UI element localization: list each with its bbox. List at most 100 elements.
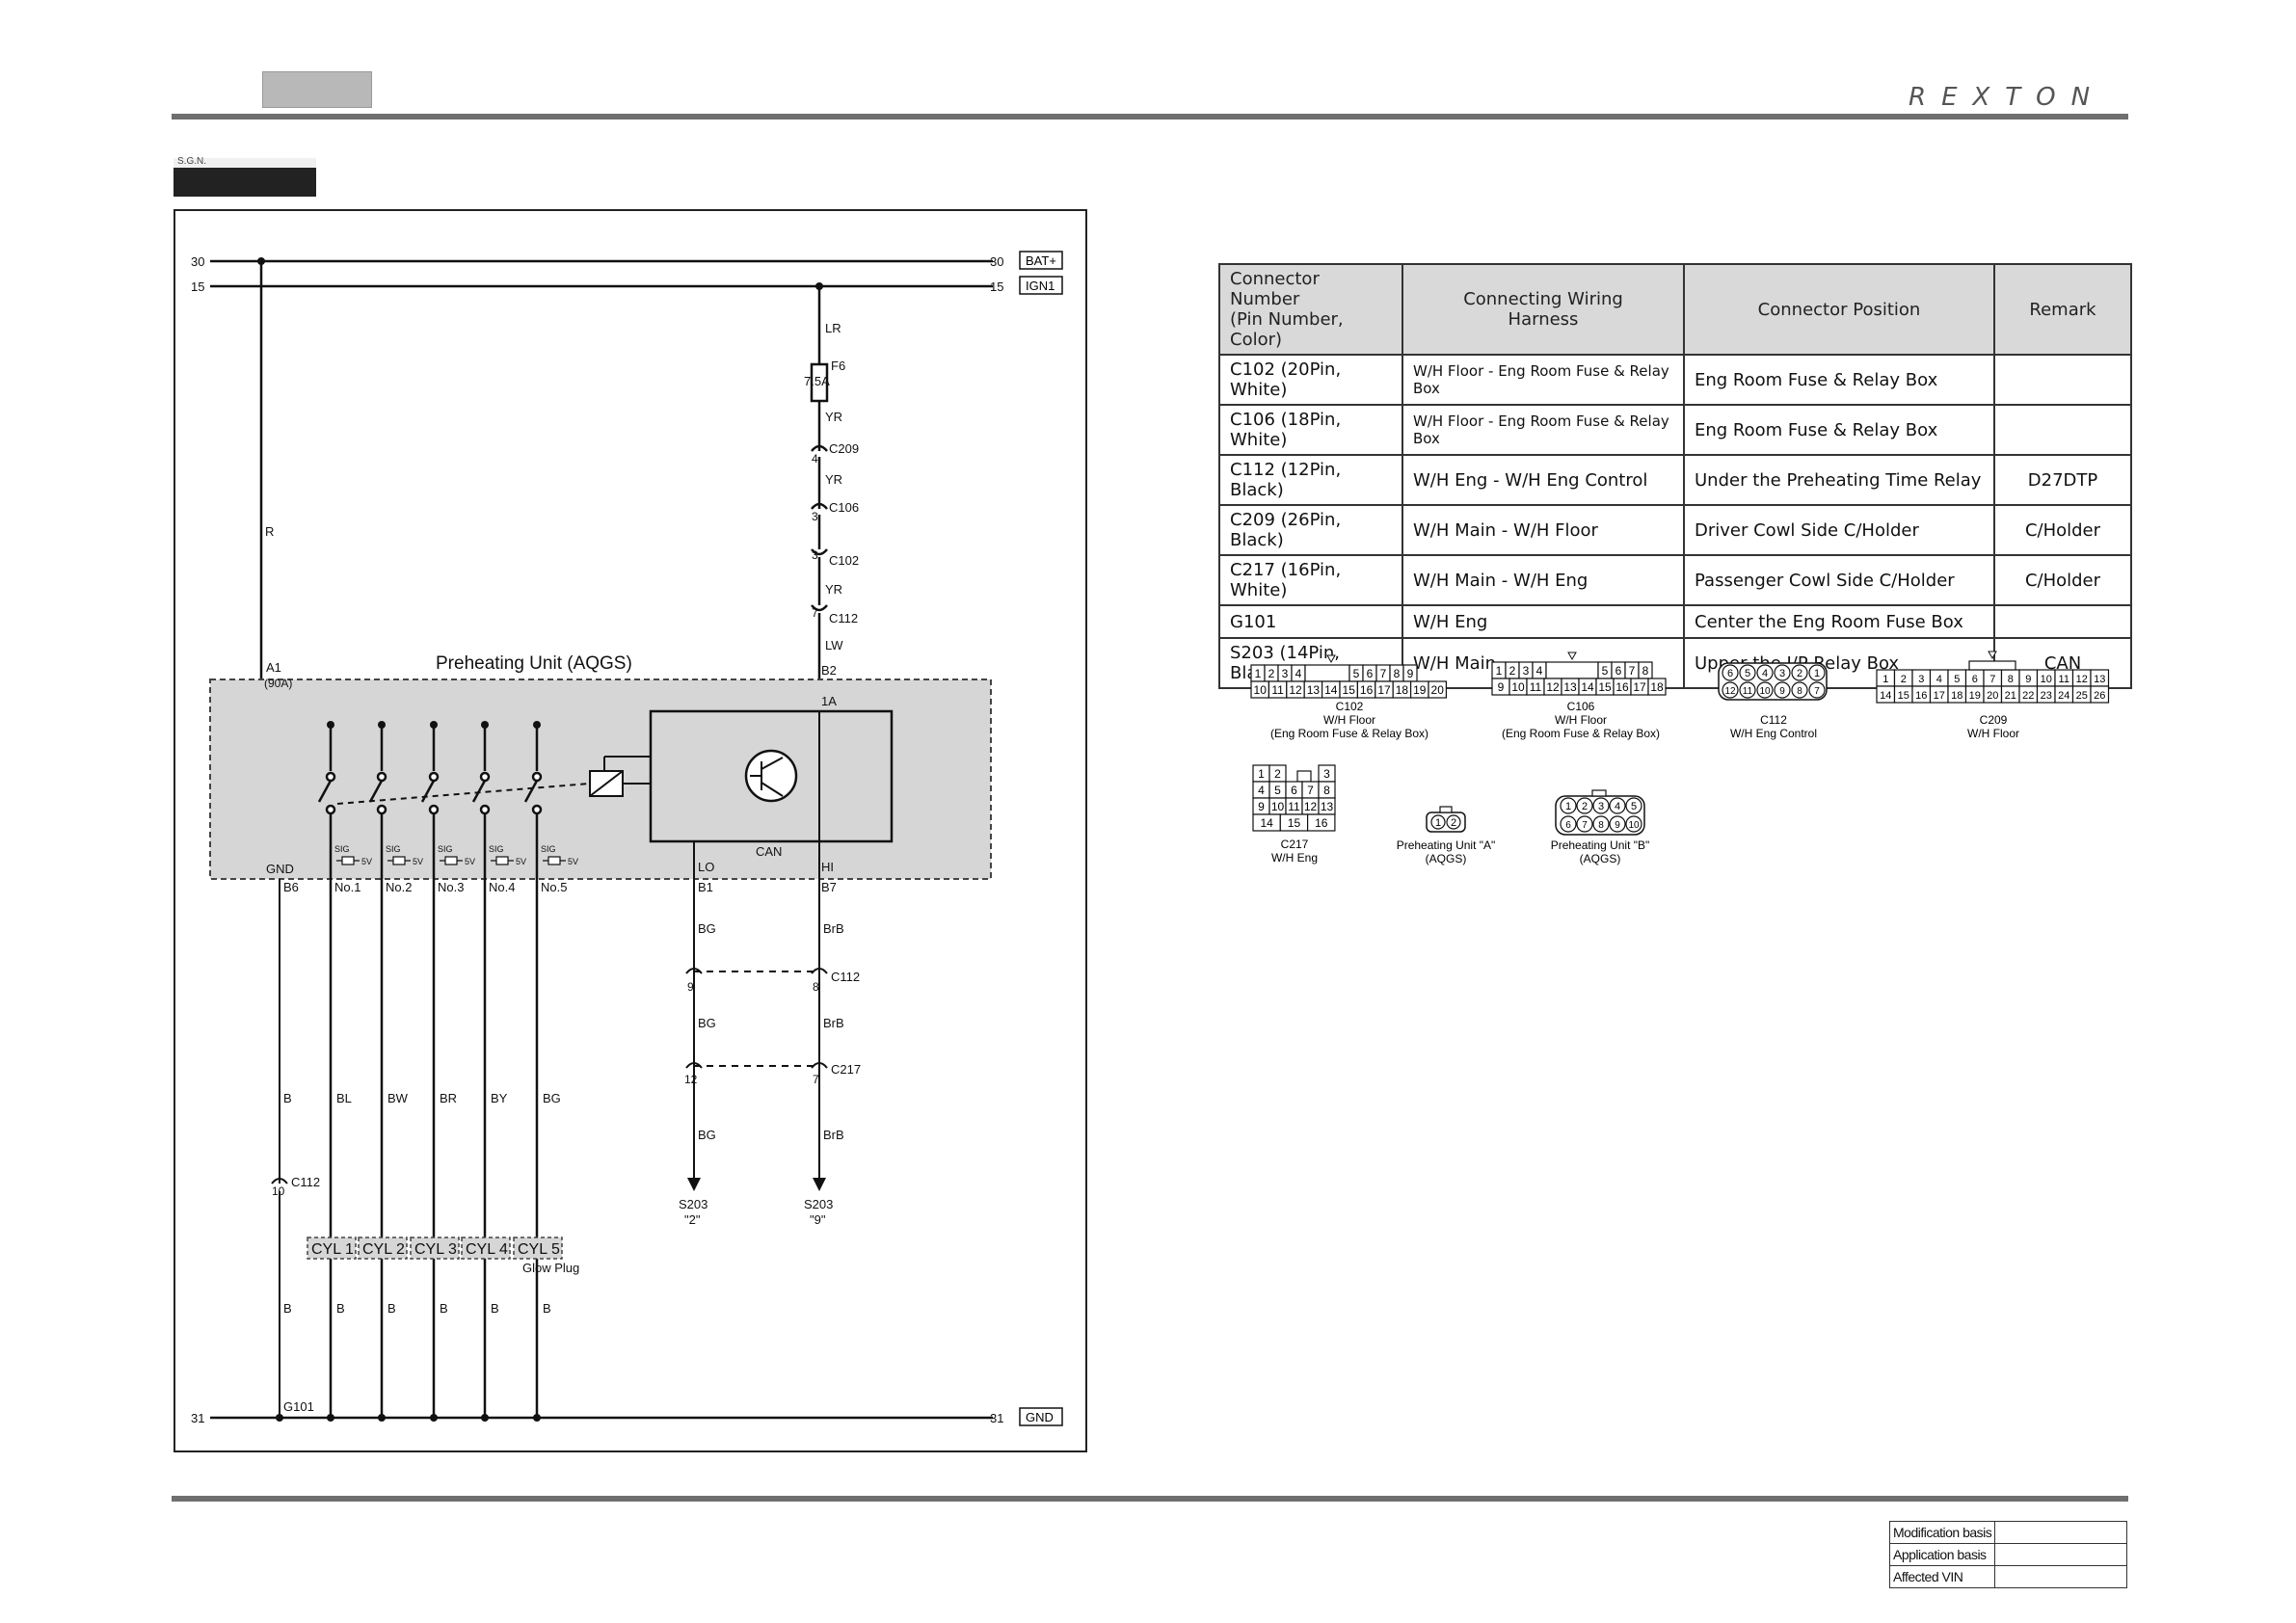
channel-label: No.3: [438, 880, 464, 894]
can-c217-pin7: 7: [813, 1073, 819, 1086]
wire-lr-label: LR: [825, 321, 841, 335]
can-lo-wire-label: BG: [698, 1128, 716, 1142]
wire-yr-label: YR: [825, 582, 842, 597]
c102-label: C102: [829, 553, 859, 568]
revision-table: Modification basis Application basis Aff…: [1888, 1521, 2128, 1588]
cylinder-glow-plug: [461, 1237, 511, 1260]
channel-wire-label: BY: [491, 1091, 508, 1105]
ign-tag: [1019, 276, 1063, 295]
rail-30-right-label: 30: [990, 254, 1003, 269]
junction-dot: [815, 282, 823, 290]
application-basis-label: Application basis: [1888, 1543, 1996, 1566]
wire-yr-label: YR: [825, 410, 842, 424]
position-cell: Upper the I/P Relay Box: [1683, 637, 1995, 689]
switch-blade: [317, 780, 333, 803]
c112-label: C112: [829, 611, 858, 625]
switch-blade: [368, 780, 384, 803]
switch-contact: [479, 804, 491, 815]
switch-blade: [420, 780, 436, 803]
five-v-label: 5V: [413, 857, 423, 866]
cylinder-glow-plug: [358, 1237, 408, 1260]
unit-b1-label: B1: [698, 880, 713, 894]
position-cell: Eng Room Fuse & Relay Box: [1683, 404, 1995, 456]
wire-lw-label: LW: [825, 638, 843, 652]
c209-label: C209: [829, 441, 859, 456]
rail-31-left-label: 31: [191, 1411, 204, 1425]
c106-pin-label: 3: [812, 510, 818, 523]
channel-wire-label: BR: [440, 1091, 457, 1105]
cylinder-glow-plug: [513, 1237, 563, 1260]
five-v-label: 5V: [465, 857, 475, 866]
junction-dot: [533, 1414, 541, 1422]
bottom-wire-label: B: [440, 1301, 448, 1316]
gnd-tag-label: GND: [1026, 1410, 1054, 1424]
bat-tag: [1019, 251, 1063, 270]
connector-number-cell: G101: [1218, 604, 1403, 639]
c106-label: C106: [829, 500, 859, 515]
harness-cell: W/H Main: [1402, 637, 1685, 689]
connector-number-cell: C217 (16Pin, White): [1218, 554, 1403, 606]
junction-dot: [481, 1414, 489, 1422]
s203-lo-label: S203: [679, 1197, 707, 1211]
can-hi-wire-label: BrB: [823, 1128, 844, 1142]
junction-dot: [378, 721, 386, 729]
rail-30-left-label: 30: [191, 254, 204, 269]
bottom-wire-label: B: [491, 1301, 499, 1316]
ign-tag-label: IGN1: [1026, 279, 1055, 293]
connector-number-cell: C102 (20Pin, White): [1218, 354, 1403, 406]
junction-dot: [430, 721, 438, 729]
connector-row: C102 (20Pin, White)W/H Floor - Eng Room …: [1218, 354, 2132, 406]
fuse-label: F6: [831, 359, 845, 373]
harness-cell: W/H Main - W/H Eng: [1402, 554, 1685, 606]
affected-vin-value: [1994, 1565, 2128, 1588]
unit-lo-label: LO: [698, 860, 714, 874]
can-lo-wire-label: BG: [698, 921, 716, 936]
unit-1a-label: 1A: [821, 694, 837, 708]
channel-wire-label: BW: [387, 1091, 409, 1105]
channel-wire-label: BG: [543, 1091, 561, 1105]
connector-number-cell: C112 (12Pin, Black): [1218, 454, 1403, 506]
c102-pin-label: 3: [812, 548, 818, 562]
remark-cell: D27DTP: [1993, 454, 2132, 506]
junction-dot: [276, 1414, 283, 1422]
five-v-label: 5V: [516, 857, 526, 866]
sig-label: SIG: [489, 844, 504, 854]
junction-dot: [327, 721, 334, 729]
switch-contact: [325, 804, 336, 815]
bottom-wire-label: B: [387, 1301, 396, 1316]
unit-title: Preheating Unit (AQGS): [436, 653, 632, 674]
remark-cell: C/Holder: [1993, 554, 2132, 606]
header-logo-block: [262, 71, 372, 108]
remark-cell: CAN: [1993, 637, 2132, 689]
position-cell: Eng Room Fuse & Relay Box: [1683, 354, 1995, 406]
channel-label: No.5: [541, 880, 567, 894]
connector-number-cell: C209 (26Pin, Black): [1218, 504, 1403, 556]
bat-tag-label: BAT+: [1026, 253, 1056, 268]
can-c112-label: C112: [831, 970, 860, 984]
connector-row: C112 (12Pin, Black)W/H Eng - W/H Eng Con…: [1218, 454, 2132, 506]
remark-cell: [1993, 604, 2132, 639]
can-c217-label: C217: [831, 1062, 861, 1077]
unit-b2-label: B2: [821, 663, 837, 678]
section-tab-label: S.G.N.: [177, 156, 207, 167]
bottom-wire-label: B: [543, 1301, 551, 1316]
application-basis-value: [1994, 1543, 2128, 1566]
connector-table-header: Connector Number (Pin Number, Color) Con…: [1218, 263, 2132, 356]
sig-resistor: [392, 856, 406, 865]
sig-resistor: [495, 856, 509, 865]
bottom-wire-label: B: [336, 1301, 345, 1316]
remark-cell: [1993, 354, 2132, 406]
section-tab: S.G.N.: [174, 156, 316, 197]
switch-contact: [531, 804, 543, 815]
junction-dot: [430, 1414, 438, 1422]
switch-contact: [428, 804, 440, 815]
c112-pin-label: 7: [812, 606, 818, 620]
fuse-rating-label: 7.5A: [804, 374, 830, 388]
sig-resistor: [341, 856, 355, 865]
header-position: Connector Position: [1683, 263, 1995, 356]
cylinder-label: CYL 4: [466, 1241, 508, 1258]
can-c112-pin9: 9: [687, 980, 694, 994]
header-remark: Remark: [1993, 263, 2132, 356]
